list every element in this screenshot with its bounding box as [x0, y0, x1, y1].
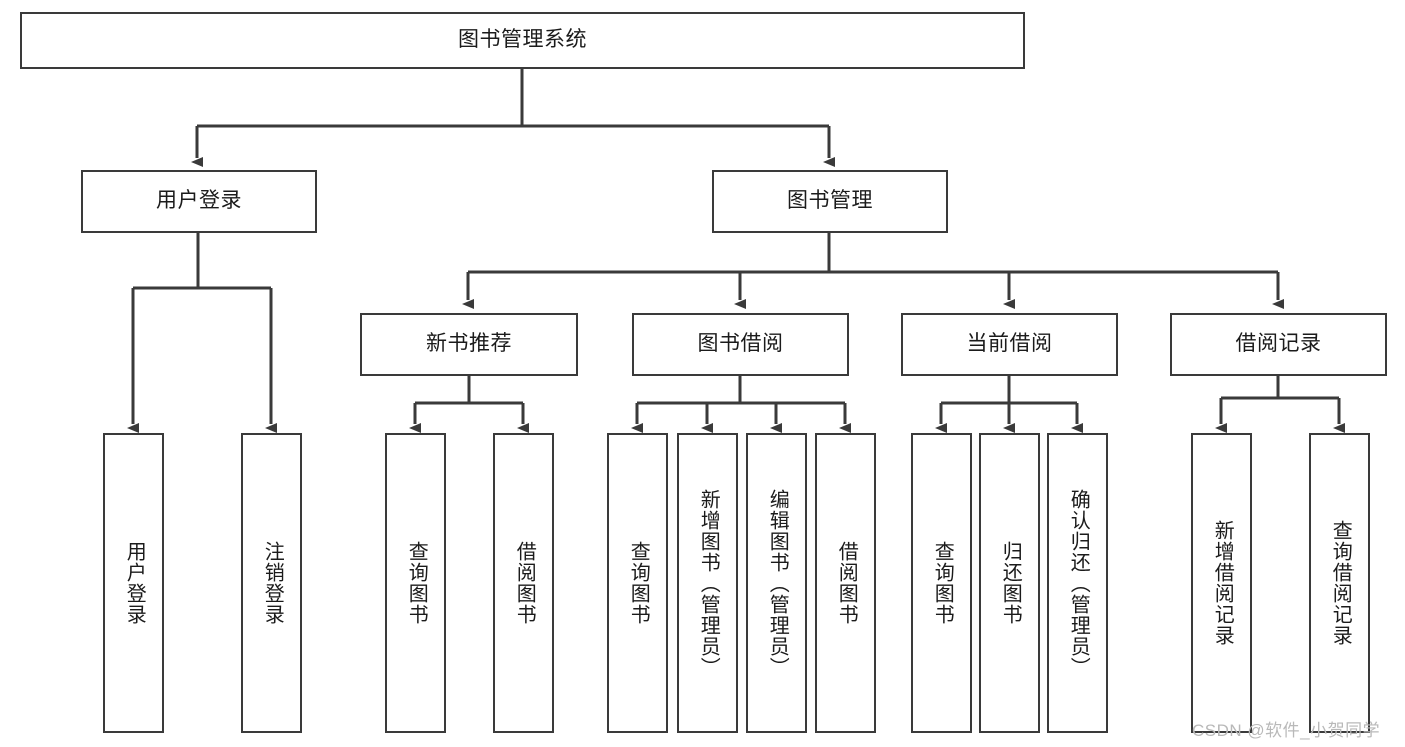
- node-leaf-query-book-3[interactable]: 查询图书: [911, 433, 972, 733]
- node-user-login[interactable]: 用户登录: [81, 170, 317, 233]
- node-leaf-confirm-return-label: 确认归还（管理员）: [1067, 488, 1090, 678]
- node-leaf-confirm-return[interactable]: 确认归还（管理员）: [1047, 433, 1108, 733]
- node-leaf-return-book-label: 归还图书: [999, 541, 1022, 625]
- node-borrow-record-label: 借阅记录: [1235, 332, 1322, 356]
- node-leaf-borrow-book-2[interactable]: 借阅图书: [815, 433, 876, 733]
- node-leaf-add-book[interactable]: 新增图书（管理员）: [677, 433, 738, 733]
- node-book-management-label: 图书管理: [787, 189, 873, 213]
- node-leaf-query-book-2-label: 查询图书: [627, 541, 650, 625]
- node-book-management[interactable]: 图书管理: [712, 170, 948, 233]
- node-book-borrow-label: 图书借阅: [697, 332, 784, 356]
- node-leaf-query-book-2[interactable]: 查询图书: [607, 433, 668, 733]
- node-new-book-recommend-label: 新书推荐: [426, 332, 512, 356]
- node-new-book-recommend[interactable]: 新书推荐: [360, 313, 578, 376]
- node-leaf-query-book-3-label: 查询图书: [931, 541, 954, 625]
- node-leaf-query-record[interactable]: 查询借阅记录: [1309, 433, 1370, 733]
- node-borrow-record[interactable]: 借阅记录: [1170, 313, 1387, 376]
- node-leaf-query-book-1[interactable]: 查询图书: [385, 433, 446, 733]
- node-leaf-query-book-1-label: 查询图书: [405, 541, 428, 625]
- node-root-label: 图书管理系统: [458, 28, 587, 52]
- node-root[interactable]: 图书管理系统: [20, 12, 1025, 69]
- node-book-borrow[interactable]: 图书借阅: [632, 313, 849, 376]
- node-leaf-user-logout-label: 注销登录: [261, 541, 284, 625]
- node-current-borrow[interactable]: 当前借阅: [901, 313, 1118, 376]
- watermark: CSDN @软件_小贺同学: [1192, 721, 1381, 740]
- node-leaf-edit-book[interactable]: 编辑图书（管理员）: [746, 433, 807, 733]
- node-leaf-borrow-book-1-label: 借阅图书: [513, 541, 536, 625]
- node-leaf-query-record-label: 查询借阅记录: [1329, 520, 1352, 646]
- node-leaf-borrow-book-2-label: 借阅图书: [835, 541, 858, 625]
- node-leaf-edit-book-label: 编辑图书（管理员）: [766, 488, 789, 678]
- node-leaf-user-login-label: 用户登录: [123, 541, 146, 625]
- node-leaf-user-logout[interactable]: 注销登录: [241, 433, 302, 733]
- node-leaf-add-book-label: 新增图书（管理员）: [697, 488, 720, 678]
- node-leaf-add-record[interactable]: 新增借阅记录: [1191, 433, 1252, 733]
- node-leaf-user-login[interactable]: 用户登录: [103, 433, 164, 733]
- node-leaf-borrow-book-1[interactable]: 借阅图书: [493, 433, 554, 733]
- node-leaf-return-book[interactable]: 归还图书: [979, 433, 1040, 733]
- node-leaf-add-record-label: 新增借阅记录: [1211, 520, 1234, 646]
- node-current-borrow-label: 当前借阅: [966, 332, 1053, 356]
- node-user-login-label: 用户登录: [156, 189, 242, 213]
